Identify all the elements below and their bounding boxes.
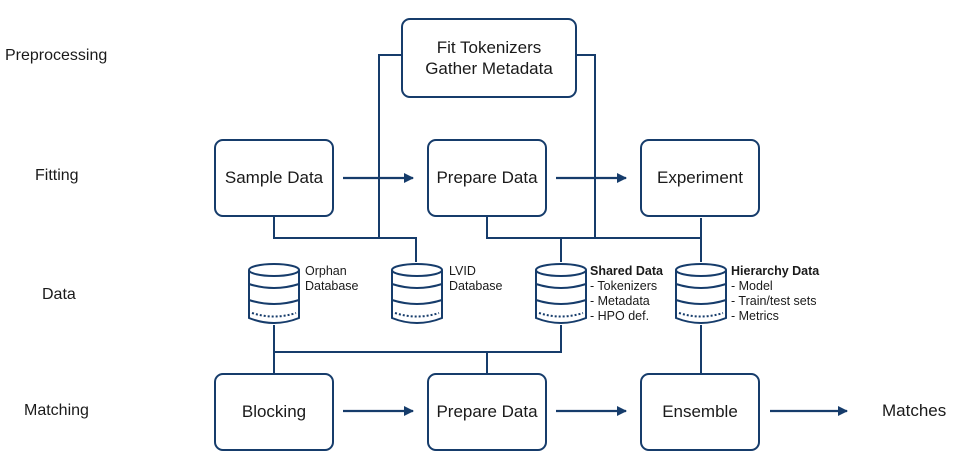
experiment-box: Experiment <box>640 139 760 217</box>
lvid-database-title-line2: Database <box>449 279 503 293</box>
ensemble-label: Ensemble <box>662 402 738 422</box>
orphan-database-icon <box>248 263 300 324</box>
lvid-database-label: LVID Database <box>449 264 503 294</box>
shared-data-item: - HPO def. <box>590 309 650 323</box>
matches-label: Matches <box>882 401 947 420</box>
fit-tokenizers-box: Fit Tokenizers Gather Metadata <box>401 18 577 98</box>
prepare-data-fit-box: Prepare Data <box>427 139 547 217</box>
shared-data-database-icon <box>535 263 587 324</box>
prepare-data-fit-label: Prepare Data <box>436 168 538 188</box>
fit-right-connector <box>576 54 596 238</box>
hierarchy-data-item: - Model <box>731 279 773 293</box>
orphan-database-title-line2: Database <box>305 279 359 293</box>
hierarchy-data-title: Hierarchy Data <box>731 264 820 278</box>
lvid-database-icon <box>391 263 443 324</box>
prepare-data-match-box: Prepare Data <box>427 373 547 451</box>
shared-data-title: Shared Data <box>590 264 663 278</box>
shared-data-item: - Tokenizers <box>590 279 658 293</box>
stage-label-preprocessing: Preprocessing <box>5 47 108 64</box>
sample-to-lvid-connector <box>273 216 417 262</box>
sample-data-box: Sample Data <box>214 139 334 217</box>
hierarchy-data-database-icon <box>675 263 727 324</box>
sample-data-label: Sample Data <box>224 168 324 188</box>
orphan-database-label: Orphan Database <box>305 264 359 294</box>
stage-label-data: Data <box>42 286 76 303</box>
hierarchy-data-item: - Metrics <box>731 309 779 323</box>
ensemble-box: Ensemble <box>640 373 760 451</box>
blocking-box: Blocking <box>214 373 334 451</box>
prepare-data-match-label: Prepare Data <box>436 402 538 422</box>
prepare-experiment-connector <box>486 216 702 239</box>
orphan-database-title-line1: Orphan <box>305 264 347 278</box>
fit-left-connector <box>378 54 401 238</box>
shared-data-item: - Metadata <box>590 294 650 308</box>
blocking-label: Blocking <box>241 402 307 422</box>
stage-label-fitting: Fitting <box>35 167 79 184</box>
gather-metadata-line: Gather Metadata <box>425 59 553 78</box>
fit-tokenizers-line: Fit Tokenizers <box>436 37 542 57</box>
orphan-shared-bus <box>273 325 562 353</box>
hierarchy-data-label: Hierarchy Data - Model - Train/test sets… <box>731 264 819 324</box>
shared-data-label: Shared Data - Tokenizers - Metadata - HP… <box>590 264 663 324</box>
experiment-label: Experiment <box>657 168 743 188</box>
stage-label-matching: Matching <box>24 402 89 419</box>
hierarchy-data-item: - Train/test sets <box>731 294 817 308</box>
lvid-database-title-line1: LVID <box>449 264 476 278</box>
